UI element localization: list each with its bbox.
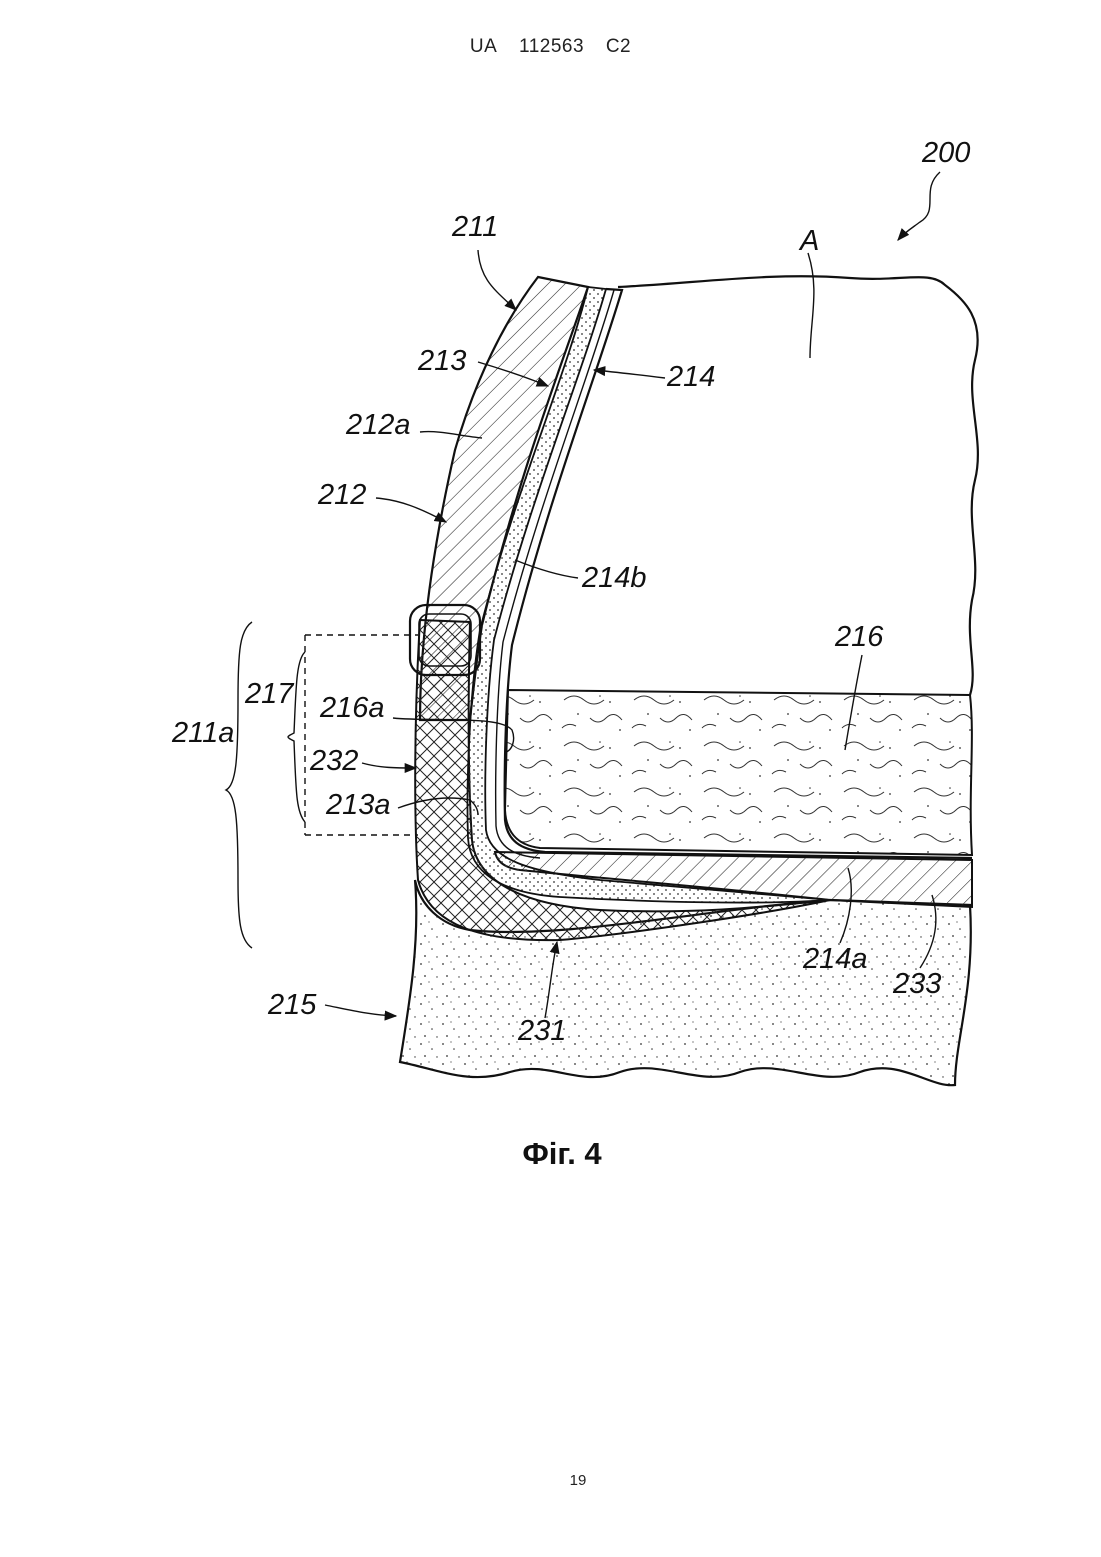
label-233: 233 <box>892 968 941 1000</box>
label-215: 215 <box>267 989 317 1021</box>
label-213a: 213a <box>325 789 391 821</box>
label-A: A <box>798 225 819 257</box>
label-213: 213 <box>417 345 466 377</box>
label-214b: 214b <box>581 562 647 594</box>
label-217: 217 <box>244 678 295 710</box>
label-216: 216 <box>834 621 884 653</box>
label-216a: 216a <box>319 692 385 724</box>
label-200: 200 <box>921 137 970 169</box>
leader-212 <box>376 498 446 522</box>
foam-block-216 <box>505 690 972 855</box>
label-212: 212 <box>317 479 366 511</box>
figure-caption: Фіг. 4 <box>0 1136 1101 1172</box>
label-232: 232 <box>309 745 358 777</box>
label-214: 214 <box>666 361 715 393</box>
label-211: 211 <box>451 211 498 243</box>
leader-214b <box>515 560 578 578</box>
leader-A <box>808 253 814 358</box>
leader-200 <box>898 172 940 240</box>
leader-232 <box>362 763 416 768</box>
label-231: 231 <box>517 1015 566 1047</box>
container-outline <box>618 276 978 695</box>
label-214a: 214a <box>802 943 868 975</box>
leader-215 <box>325 1005 396 1016</box>
label-212a: 212a <box>345 409 411 441</box>
leader-214 <box>594 370 665 378</box>
label-211a: 211a <box>171 717 234 749</box>
leader-211 <box>478 250 516 310</box>
page-number: 19 <box>0 1472 1101 1489</box>
brace-211a <box>226 622 252 948</box>
